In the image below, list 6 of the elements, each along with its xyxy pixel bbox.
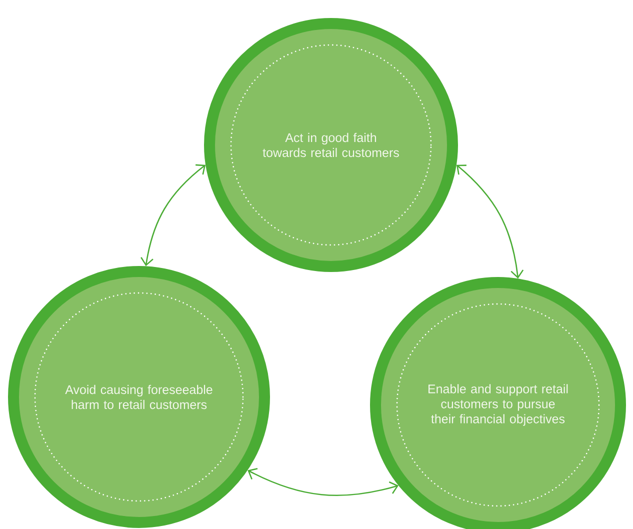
circle-node: Act in good faith towards retail customers [204, 18, 458, 272]
circle-node: Avoid causing foreseeable harm to retail customers [8, 266, 270, 528]
arrow [456, 164, 524, 279]
circle-node: Enable and support retail customers to pursue their financial objectives [370, 276, 626, 529]
arrow [248, 468, 399, 496]
arrow [140, 164, 206, 266]
